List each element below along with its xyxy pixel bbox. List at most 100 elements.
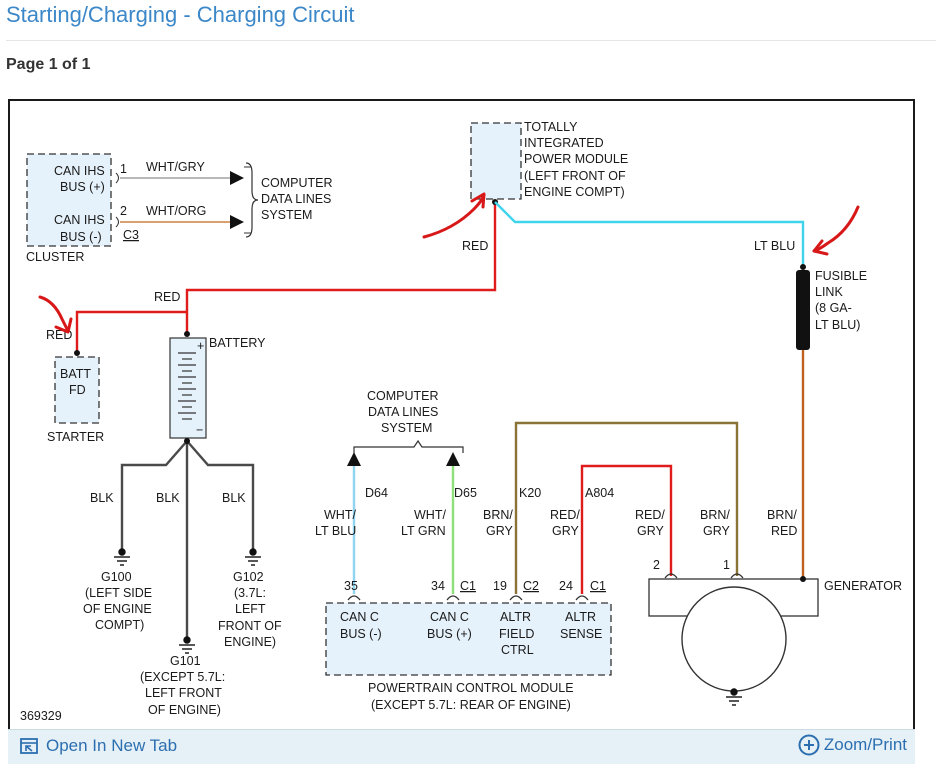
zoom-print-label: Zoom/Print <box>823 735 907 754</box>
pcm-can-neg-l1: CAN C <box>340 610 379 624</box>
tipm-l4: (LEFT FRONT OF <box>524 169 626 183</box>
conn-c1-a: C1 <box>460 579 476 593</box>
wire-a804-l2: GRY <box>552 524 580 538</box>
ground-symbols <box>114 548 261 654</box>
pin-24: 24 <box>559 579 573 593</box>
cluster-pin1: 1 <box>120 162 127 176</box>
pcm-altr-sense-l2: SENSE <box>560 627 602 641</box>
starter-name: STARTER <box>47 430 104 444</box>
gen-pin-2: 2 <box>653 558 660 572</box>
tipm-box <box>470 122 522 200</box>
battery-cells <box>178 352 196 420</box>
title-divider <box>6 40 936 41</box>
pcm-can-pos-l2: BUS (+) <box>427 627 472 641</box>
pcm-terminals <box>347 595 589 601</box>
arrow-head-2 <box>230 215 244 229</box>
fusible-top-node <box>800 264 806 270</box>
gen-brn-red-l2: RED <box>771 524 797 538</box>
g100-l1: G100 <box>101 570 132 584</box>
page-info: Page 1 of 1 <box>6 56 91 73</box>
g102-l4: FRONT OF <box>218 619 282 633</box>
bracket-ticks <box>244 166 251 234</box>
red-wire-starter <box>75 310 187 353</box>
wiring-diagram: CAN IHS BUS (+) CAN IHS BUS (-) CLUSTER … <box>8 99 915 731</box>
red-gry-wire <box>580 464 673 594</box>
wire-d65-l2: LT GRN <box>401 524 446 538</box>
red-tipm-label: RED <box>462 239 488 253</box>
wire-d65-l1: WHT/ <box>414 508 446 522</box>
gen-brn-gry-l1: BRN/ <box>700 508 730 522</box>
cluster-pin2: 2 <box>120 204 127 218</box>
conn-c1-b: C1 <box>590 579 606 593</box>
gen-pin-1: 1 <box>723 558 730 572</box>
annotation-arrow-starter <box>38 295 70 333</box>
circuit-a804: A804 <box>585 486 614 500</box>
diagram-canvas: CAN IHS BUS (+) CAN IHS BUS (-) CLUSTER … <box>20 120 902 723</box>
ground-wires <box>120 440 255 637</box>
pin-35: 35 <box>344 579 358 593</box>
generator-node <box>800 576 806 582</box>
fusible-link <box>796 270 810 350</box>
fusible-l1: FUSIBLE <box>815 269 867 283</box>
starter-fd: FD <box>69 383 86 397</box>
cluster-can-pos-l1: CAN IHS <box>54 164 105 178</box>
g101-l1: G101 <box>170 654 201 668</box>
g100-l3: OF ENGINE <box>83 602 152 616</box>
g100-l4: COMPT) <box>95 618 144 632</box>
tipm-l2: INTEGRATED <box>524 136 604 150</box>
cdl-bottom-2: DATA LINES <box>368 405 438 419</box>
pcm-name-l2: (EXCEPT 5.7L: REAR OF ENGINE) <box>371 698 571 712</box>
generator-circle <box>681 586 787 692</box>
battery-box <box>169 337 207 439</box>
annotation-arrow-fusible <box>812 205 860 253</box>
g102-l1: G102 <box>233 570 264 584</box>
annotation-arrowhead-fusible <box>812 239 829 256</box>
pcm-box <box>325 602 612 676</box>
gen-red-gry-l1: RED/ <box>635 508 665 522</box>
red-battery-label: RED <box>154 290 180 304</box>
conn-c2: C2 <box>523 579 539 593</box>
tipm-l3: POWER MODULE <box>524 152 628 166</box>
circuit-d65: D65 <box>454 486 477 500</box>
cdl-top-2: DATA LINES <box>261 192 331 206</box>
wire-a804-l1: RED/ <box>550 508 580 522</box>
wire-wht-org-label: WHT/ORG <box>146 204 206 218</box>
page-title: Starting/Charging - Charging Circuit <box>6 2 355 27</box>
tipm-l5: ENGINE COMPT) <box>524 185 625 199</box>
fusible-l2: LINK <box>815 285 843 299</box>
pin-19: 19 <box>493 579 507 593</box>
g101-l3: LEFT FRONT <box>145 686 222 700</box>
generator-name: GENERATOR <box>824 579 902 593</box>
ground-splice <box>184 438 190 444</box>
open-tab-icon <box>20 738 38 754</box>
cdl-bottom-brace <box>353 439 464 453</box>
starter-box <box>54 356 100 424</box>
cluster-can-neg-l2: BUS (-) <box>60 230 102 244</box>
battery-minus: − <box>196 423 203 437</box>
pin-34: 34 <box>431 579 445 593</box>
wire-wht-gry-label: WHT/GRY <box>146 160 205 174</box>
cluster-can-pos-l2: BUS (+) <box>60 180 105 194</box>
cluster-connector: C3 <box>123 228 139 242</box>
arrow-head-1 <box>230 171 244 185</box>
diagram-id: 369329 <box>20 709 62 723</box>
pcm-altr-field-l2: FIELD <box>499 627 534 641</box>
generator-ground <box>726 688 742 706</box>
annotation-arrowhead-starter <box>54 317 73 334</box>
battery-plus: + <box>197 339 204 353</box>
brn-gry-wire <box>514 421 739 594</box>
starter-batt: BATT <box>60 367 91 381</box>
tipm-l1: TOTALLY <box>524 120 578 134</box>
annotation-arrowhead-tipm <box>470 192 486 209</box>
open-in-new-tab-link[interactable]: Open In New Tab <box>20 736 177 756</box>
zoom-plus-icon <box>798 734 820 756</box>
cluster-box <box>26 153 112 247</box>
zoom-print-link[interactable]: Zoom/Print <box>798 734 907 756</box>
gen-brn-red-l1: BRN/ <box>767 508 797 522</box>
arrow-d65 <box>446 452 460 466</box>
annotation-arrows <box>38 192 860 334</box>
cdl-top-1: COMPUTER <box>261 176 333 190</box>
arrow-d64 <box>347 452 361 466</box>
g101-l4: OF ENGINE) <box>148 703 221 717</box>
pin1-terminal <box>115 172 119 184</box>
